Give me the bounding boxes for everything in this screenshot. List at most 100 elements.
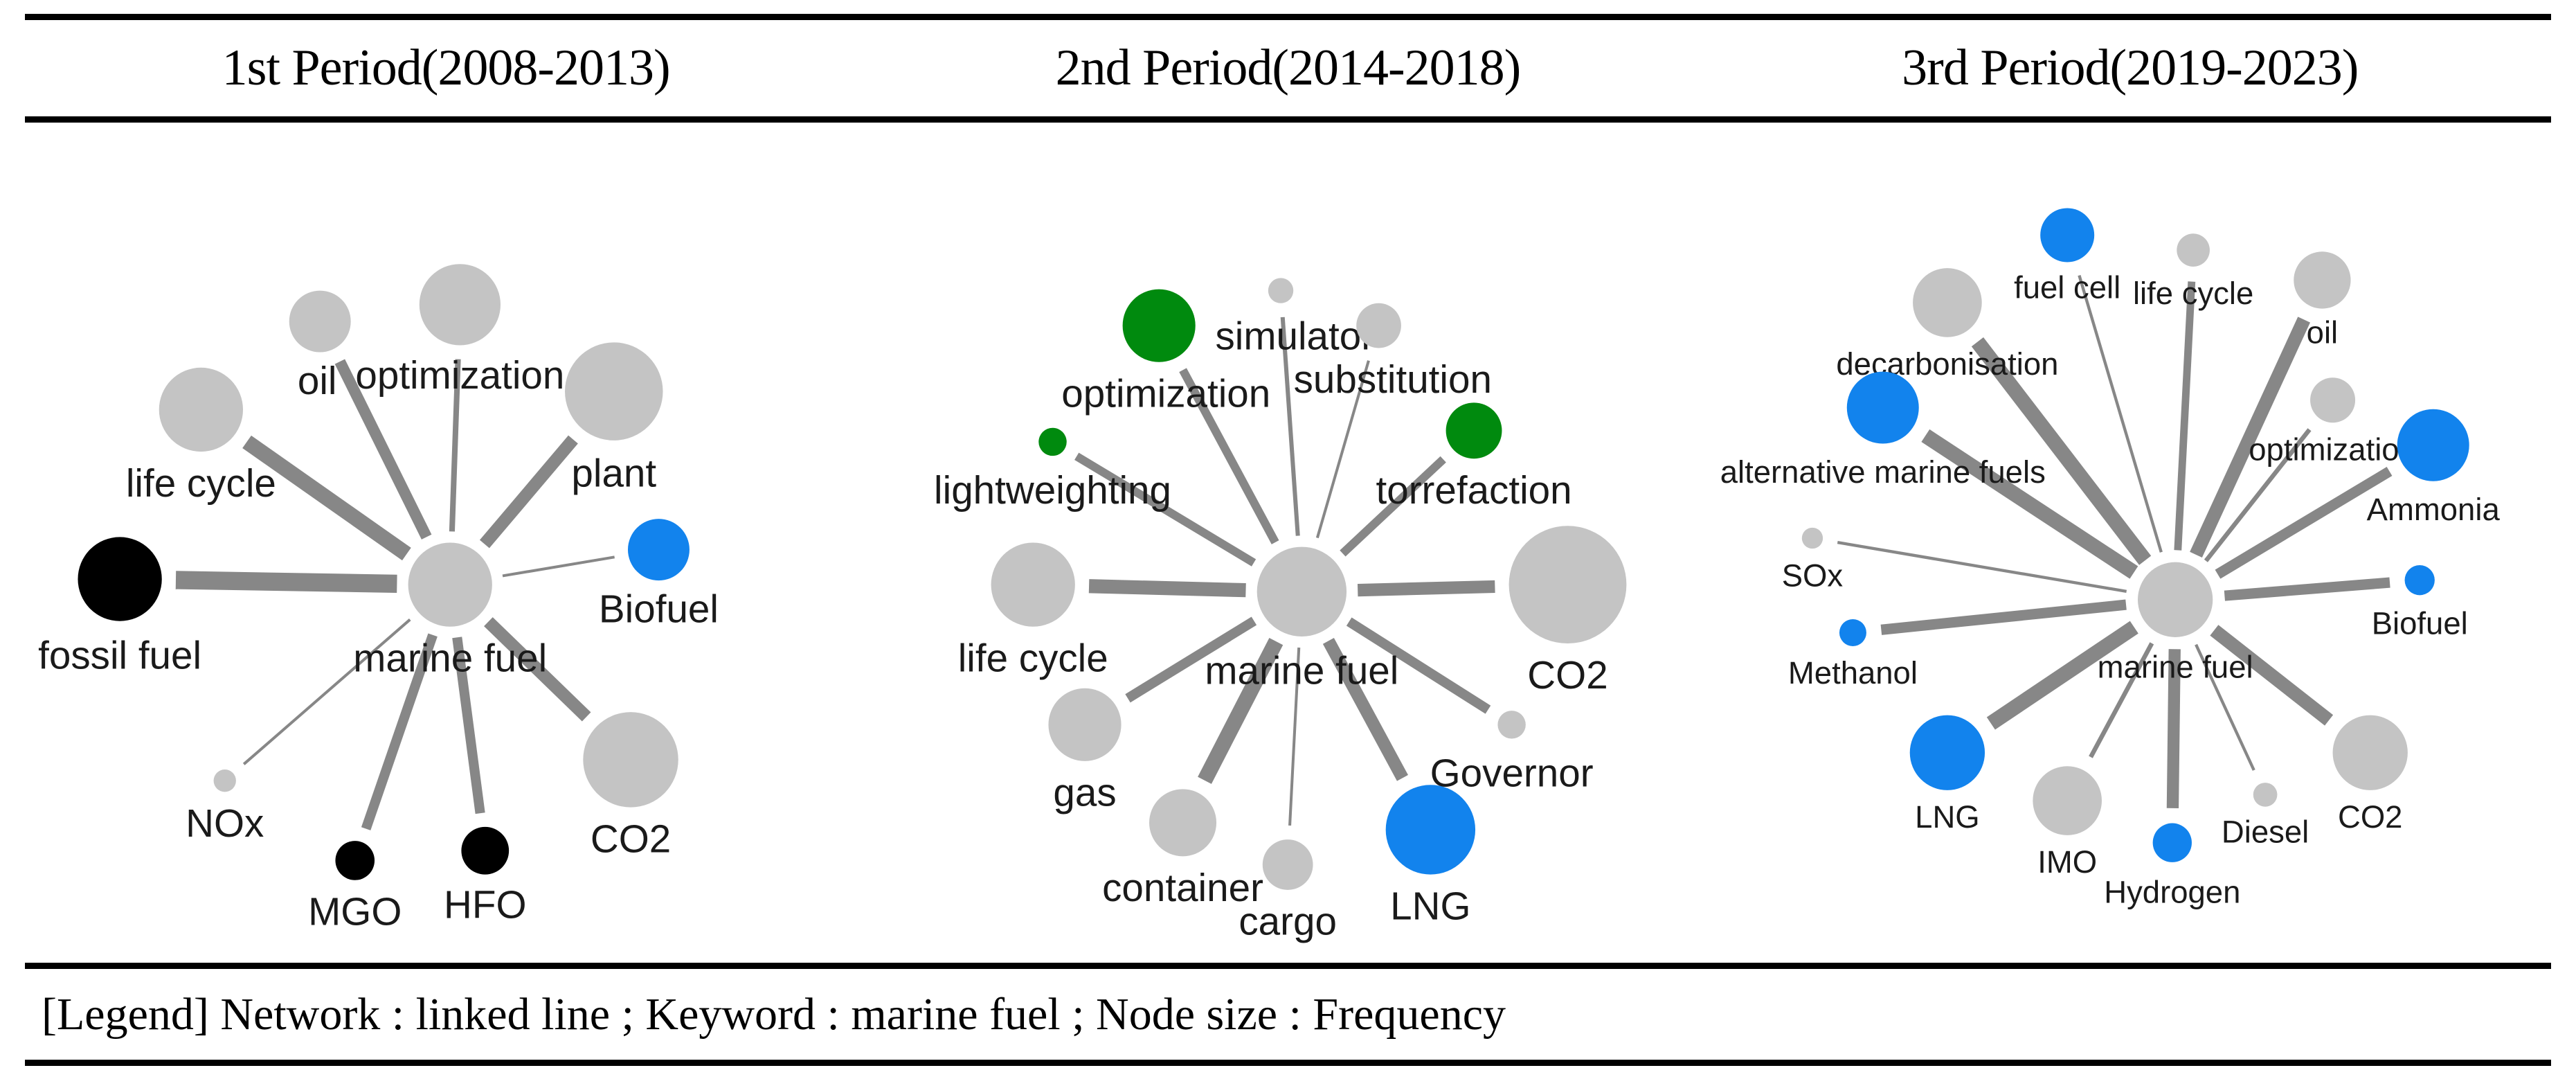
network-node[interactable]: Hydrogen	[2104, 823, 2240, 910]
node-circle[interactable]	[1122, 289, 1196, 362]
network-edge	[479, 435, 578, 549]
node-circle[interactable]	[1386, 785, 1476, 875]
node-circle[interactable]	[2039, 208, 2094, 262]
network-node[interactable]: cargo	[1239, 839, 1337, 943]
node-label: fossil fuel	[38, 633, 201, 677]
node-circle[interactable]	[2293, 251, 2351, 309]
network-node[interactable]: Biofuel	[2371, 564, 2467, 641]
network-node[interactable]: IMO	[2033, 766, 2102, 880]
node-circle[interactable]	[1912, 268, 1982, 337]
network-node[interactable]: CO2	[2332, 715, 2408, 835]
network-node[interactable]: life cycle	[126, 367, 276, 505]
network-node[interactable]: life cycle	[958, 542, 1108, 680]
node-circle[interactable]	[2332, 715, 2408, 790]
network-node[interactable]: NOx	[186, 769, 264, 845]
network-node[interactable]: alternative marine fuels	[1720, 371, 2045, 490]
network-node[interactable]: CO2	[583, 712, 678, 860]
center-node[interactable]: marine fuel	[2097, 562, 2253, 685]
node-circle[interactable]	[408, 542, 492, 627]
edge-layer	[1074, 317, 1495, 826]
node-circle[interactable]	[1909, 715, 1985, 790]
node-circle[interactable]	[1257, 546, 1347, 637]
network-edge	[2077, 274, 2163, 553]
node-circle[interactable]	[1508, 526, 1627, 644]
network-edge	[2215, 467, 2393, 579]
network-node[interactable]: LNG	[1386, 785, 1476, 927]
node-label: LNG	[1915, 799, 1980, 835]
node-label: life cycle	[126, 461, 276, 505]
node-circle[interactable]	[2152, 823, 2192, 862]
table-top-rule	[25, 14, 2551, 20]
network-node[interactable]: oil	[289, 290, 351, 403]
node-circle[interactable]	[583, 712, 678, 808]
node-circle[interactable]	[1497, 711, 1526, 739]
node-circle[interactable]	[1038, 427, 1068, 456]
node-circle[interactable]	[1445, 402, 1502, 459]
network-node[interactable]: decarbonisation	[1836, 268, 2058, 382]
node-circle[interactable]	[2404, 564, 2435, 596]
network-edge	[2088, 642, 2154, 758]
network-edge	[242, 618, 411, 765]
node-label: Ammonia	[2366, 492, 2500, 527]
network-node[interactable]: LNG	[1909, 715, 1985, 835]
network-node[interactable]: Ammonia	[2366, 409, 2500, 527]
network-node[interactable]: gas	[1048, 688, 1122, 814]
node-circle[interactable]	[419, 264, 501, 346]
network-edge	[502, 555, 615, 578]
network-node[interactable]: Methanol	[1788, 618, 1918, 691]
network-node[interactable]: substitution	[1294, 303, 1492, 401]
network-node[interactable]: container	[1102, 789, 1263, 909]
node-circle[interactable]	[1268, 278, 1294, 303]
node-label: CO2	[591, 817, 671, 860]
network-node[interactable]: optimization	[2249, 377, 2417, 467]
node-circle[interactable]	[2137, 562, 2213, 637]
network-node[interactable]: lightweighting	[934, 427, 1171, 512]
network-node[interactable]: fossil fuel	[38, 537, 201, 677]
network-node[interactable]: life cycle	[2133, 233, 2253, 311]
node-circle[interactable]	[2033, 766, 2102, 835]
network-node[interactable]: Diesel	[2222, 783, 2309, 850]
network-node[interactable]: fuel cell	[2014, 208, 2120, 305]
network-node[interactable]: CO2	[1508, 526, 1627, 697]
node-circle[interactable]	[1839, 618, 1866, 646]
node-circle[interactable]	[565, 342, 663, 440]
node-label: simulator	[1216, 314, 1375, 358]
node-circle[interactable]	[2253, 783, 2278, 807]
node-circle[interactable]	[1846, 371, 1919, 444]
network-node[interactable]: oil	[2293, 251, 2351, 350]
center-node[interactable]: marine fuel	[353, 542, 547, 680]
network-edge	[361, 633, 438, 830]
node-label: life cycle	[958, 636, 1108, 679]
node-circle[interactable]	[335, 841, 375, 880]
node-circle[interactable]	[1801, 527, 1823, 549]
node-circle[interactable]	[627, 519, 690, 581]
node-circle[interactable]	[2176, 233, 2210, 267]
node-circle[interactable]	[78, 537, 162, 621]
center-node[interactable]: marine fuel	[1205, 546, 1399, 693]
node-circle[interactable]	[2309, 377, 2355, 423]
network-node[interactable]: optimization	[1062, 289, 1271, 416]
column-header-period-3: 3rd Period(2019-2023)	[1902, 39, 2359, 96]
node-circle[interactable]	[1048, 688, 1122, 761]
network-node[interactable]: simulator	[1216, 278, 1375, 358]
node-circle[interactable]	[1149, 789, 1217, 857]
network-node[interactable]: SOx	[1781, 527, 1843, 593]
node-circle[interactable]	[213, 769, 236, 792]
node-circle[interactable]	[991, 542, 1076, 627]
node-circle[interactable]	[289, 290, 351, 353]
node-circle[interactable]	[1263, 839, 1313, 890]
node-circle[interactable]	[461, 826, 510, 875]
network-node[interactable]: plant	[565, 342, 663, 495]
network-node[interactable]: Governor	[1430, 711, 1594, 794]
network-node[interactable]: optimization	[355, 264, 564, 397]
node-circle[interactable]	[159, 367, 244, 452]
network-node[interactable]: MGO	[308, 841, 402, 933]
network-node[interactable]: torrefaction	[1376, 402, 1572, 512]
network-node[interactable]: HFO	[444, 826, 527, 926]
node-circle[interactable]	[2397, 409, 2469, 481]
network-edge	[1198, 638, 1284, 784]
node-circle[interactable]	[1356, 303, 1402, 348]
network-node[interactable]: Biofuel	[599, 519, 719, 631]
